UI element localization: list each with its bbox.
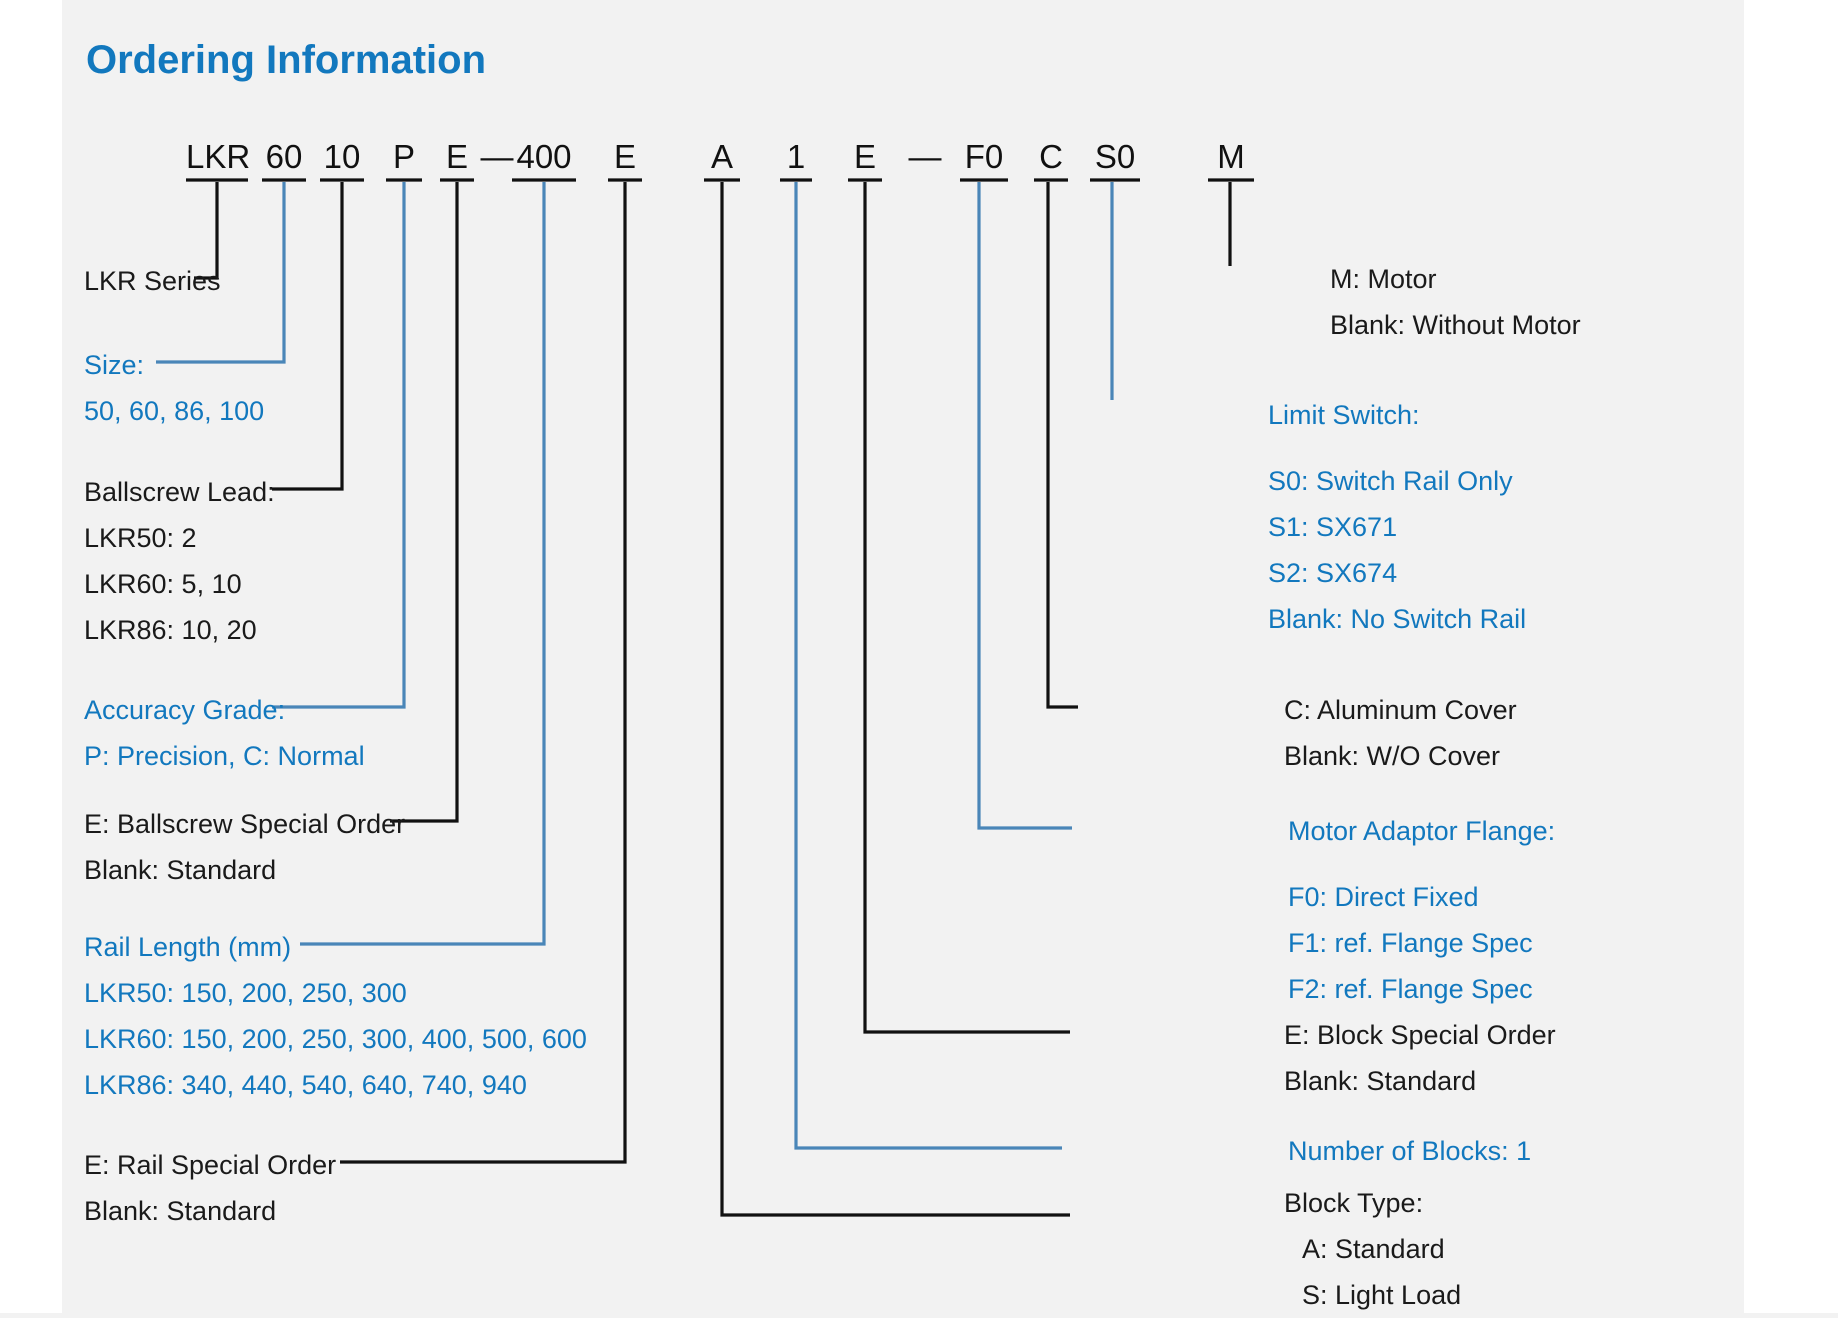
callout-accuracy-grade: Accuracy Grade: P: Precision, C: Normal bbox=[84, 687, 365, 779]
callout-line: F0: Direct Fixed bbox=[1288, 882, 1479, 912]
code-segment-flange: F0 bbox=[964, 138, 1004, 175]
code-segment-lead: 10 bbox=[323, 138, 361, 175]
callout-line: LKR86: 340, 440, 540, 640, 740, 940 bbox=[84, 1070, 527, 1100]
callout-line: Size: bbox=[84, 350, 145, 380]
code-separator-1: — bbox=[480, 138, 514, 175]
code-segment-motor: M bbox=[1217, 138, 1245, 175]
callout-line: Ballscrew Lead: bbox=[84, 477, 275, 507]
callout-line: Blank: W/O Cover bbox=[1284, 741, 1501, 771]
callout-line: M: Motor bbox=[1330, 264, 1437, 294]
callout-line: Block Type: bbox=[1284, 1188, 1424, 1218]
callout-line: Blank: Standard bbox=[1284, 1066, 1477, 1096]
callout-line: Blank: Without Motor bbox=[1330, 310, 1581, 340]
callout-line: Rail Length (mm) bbox=[84, 932, 292, 962]
callout-line: S: Light Load bbox=[1302, 1280, 1462, 1310]
callout-line: Blank: No Switch Rail bbox=[1268, 604, 1527, 634]
callout-lkr-series: LKR Series bbox=[84, 258, 221, 304]
callout-line: F2: ref. Flange Spec bbox=[1288, 974, 1533, 1004]
code-segment-accuracy: P bbox=[392, 138, 415, 175]
code-segment-rail-length: 400 bbox=[516, 138, 572, 175]
callout-line: LKR86: 10, 20 bbox=[84, 615, 257, 645]
callout-line: Accuracy Grade: bbox=[84, 695, 286, 725]
callout-line: P: Precision, C: Normal bbox=[84, 741, 365, 771]
code-segment-block-count: 1 bbox=[786, 138, 806, 175]
callout-line: Blank: Standard bbox=[84, 1196, 277, 1226]
callout-line: F1: ref. Flange Spec bbox=[1288, 928, 1533, 958]
callout-ballscrew-special-order: E: Ballscrew Special Order Blank: Standa… bbox=[84, 801, 405, 893]
callout-motor-adaptor-flange: Motor Adaptor Flange: F0: Direct Fixed F… bbox=[1288, 808, 1555, 1012]
page-title: Ordering Information bbox=[86, 38, 486, 82]
callout-line: E: Ballscrew Special Order bbox=[84, 809, 406, 839]
code-segment-size: 60 bbox=[265, 138, 303, 175]
right-margin bbox=[1744, 0, 1838, 1313]
code-segment-lkr: LKR bbox=[186, 138, 251, 175]
callout-line: Motor Adaptor Flange: bbox=[1288, 816, 1556, 846]
spacer bbox=[1268, 438, 1526, 458]
callout-cover: C: Aluminum Cover Blank: W/O Cover bbox=[1284, 687, 1517, 779]
callout-block-type: Block Type: A: Standard S: Light Load bbox=[1284, 1180, 1461, 1318]
callout-line: Blank: Standard bbox=[84, 855, 277, 885]
code-segment-cover: C bbox=[1039, 138, 1063, 175]
code-separator-2: — bbox=[908, 138, 942, 175]
callout-line: E: Rail Special Order bbox=[84, 1150, 337, 1180]
code-segment-limit-switch: S0 bbox=[1094, 138, 1136, 175]
callout-line: S2: SX674 bbox=[1268, 558, 1398, 588]
callout-line: E: Block Special Order bbox=[1284, 1020, 1556, 1050]
callout-line: Number of Blocks: 1 bbox=[1288, 1136, 1532, 1166]
code-segment-rail-special: E bbox=[613, 138, 636, 175]
callout-line: C: Aluminum Cover bbox=[1284, 695, 1517, 725]
code-segment-block-special: E bbox=[853, 138, 876, 175]
callout-ballscrew-lead: Ballscrew Lead: LKR50: 2 LKR60: 5, 10 LK… bbox=[84, 469, 275, 653]
callout-number-of-blocks: Number of Blocks: 1 bbox=[1288, 1128, 1531, 1174]
code-segment-ballscrew-special: E bbox=[445, 138, 468, 175]
callout-line: S0: Switch Rail Only bbox=[1268, 466, 1513, 496]
callout-line: LKR50: 2 bbox=[84, 523, 197, 553]
left-margin bbox=[0, 0, 62, 1313]
callout-line: LKR60: 5, 10 bbox=[84, 569, 242, 599]
callout-size: Size: 50, 60, 86, 100 bbox=[84, 342, 264, 434]
code-segment-block-type: A bbox=[710, 138, 733, 175]
spacer bbox=[1288, 854, 1555, 874]
callout-line: 50, 60, 86, 100 bbox=[84, 396, 265, 426]
callout-block-special-order: E: Block Special Order Blank: Standard bbox=[1284, 1012, 1556, 1104]
callout-limit-switch: Limit Switch: S0: Switch Rail Only S1: S… bbox=[1268, 392, 1526, 642]
callout-motor: M: Motor Blank: Without Motor bbox=[1330, 256, 1581, 348]
callout-rail-length: Rail Length (mm) LKR50: 150, 200, 250, 3… bbox=[84, 924, 587, 1108]
callout-line: Limit Switch: bbox=[1268, 400, 1420, 430]
callout-rail-special-order: E: Rail Special Order Blank: Standard bbox=[84, 1142, 336, 1234]
callout-line: A: Standard bbox=[1302, 1234, 1445, 1264]
callout-line: LKR50: 150, 200, 250, 300 bbox=[84, 978, 407, 1008]
callout-line: LKR60: 150, 200, 250, 300, 400, 500, 600 bbox=[84, 1024, 587, 1054]
callout-line: LKR Series bbox=[84, 266, 221, 296]
callout-line: S1: SX671 bbox=[1268, 512, 1398, 542]
